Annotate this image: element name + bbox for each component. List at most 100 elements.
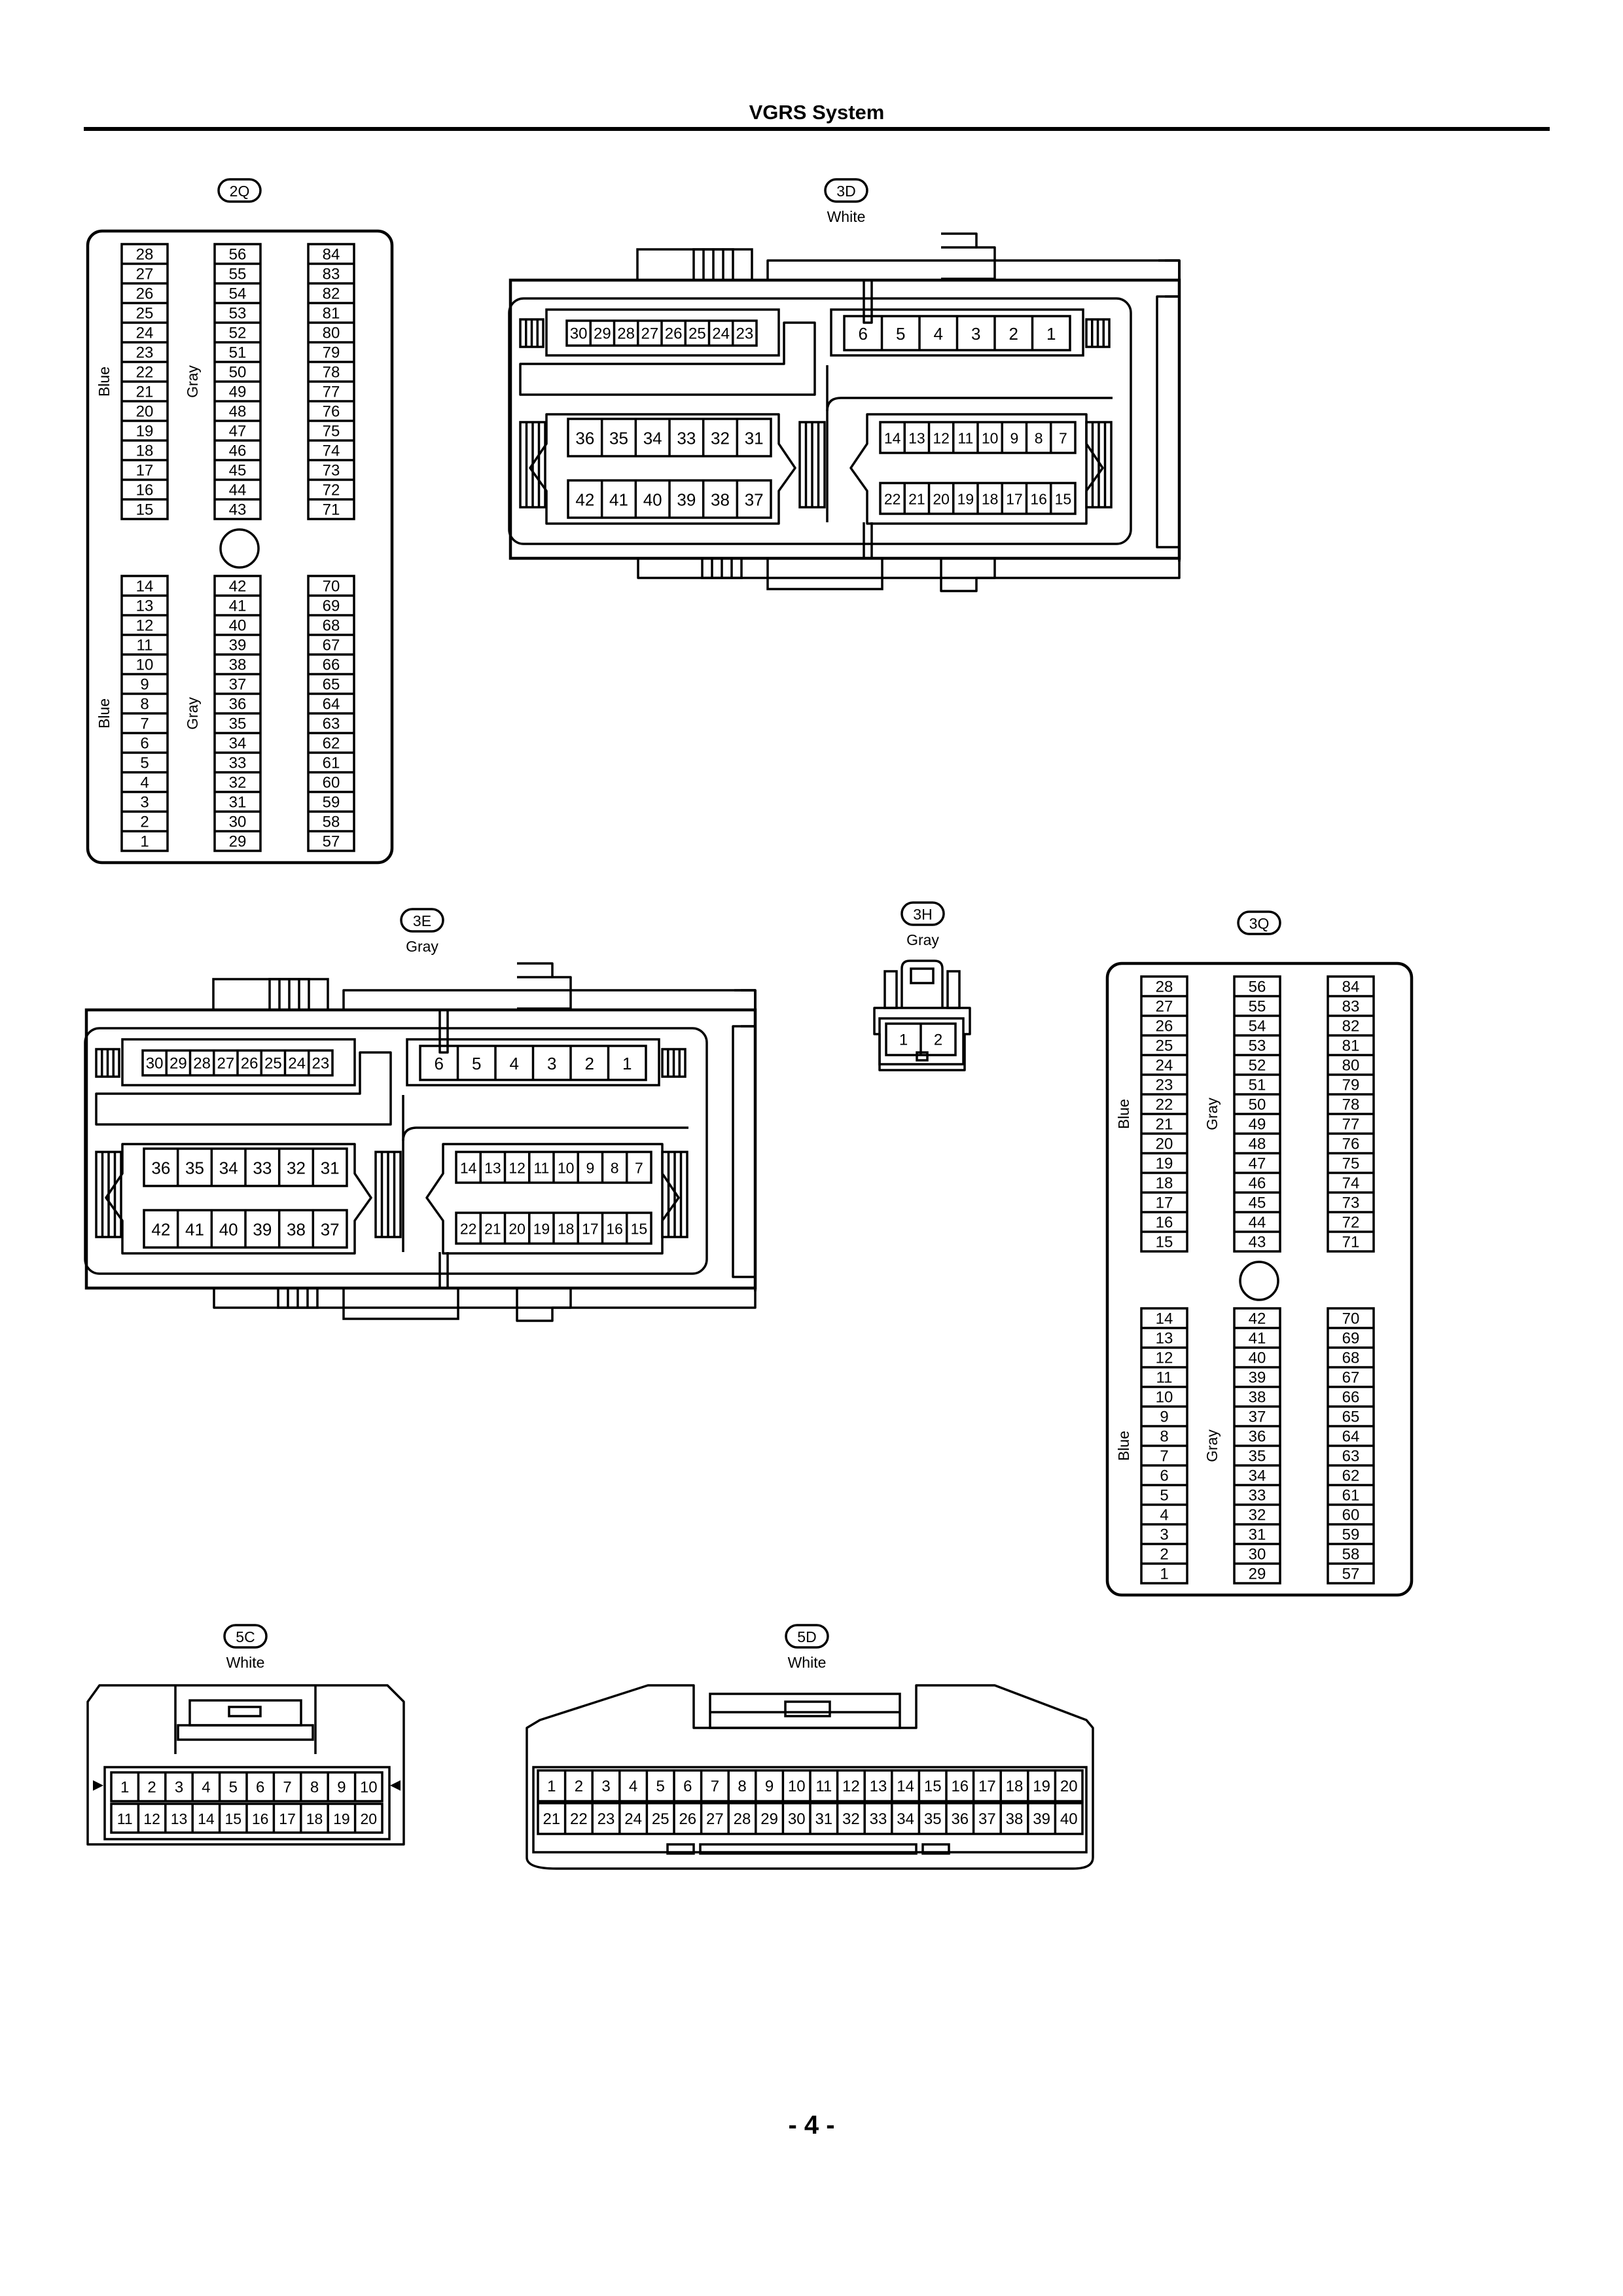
pin-number: 39	[1033, 1810, 1050, 1828]
pin-number: 11	[957, 430, 973, 447]
pin-number: 78	[1342, 1096, 1360, 1114]
pin-number: 26	[136, 285, 154, 303]
pin-number: 69	[1342, 1330, 1360, 1348]
pin-number: 61	[1342, 1487, 1360, 1505]
bottom-tab	[766, 557, 883, 590]
pin-number: 54	[1249, 1018, 1266, 1035]
pin-number: 30	[570, 325, 588, 343]
pin-number: 65	[1342, 1408, 1360, 1426]
pin-number: 4	[629, 1778, 637, 1795]
pin-number: 28	[136, 246, 154, 264]
pin-number: 18	[1006, 1778, 1024, 1795]
pin-number: 38	[1249, 1389, 1266, 1407]
connector-3Q: 3Q28272625242322212019181716155655545352…	[1105, 910, 1414, 1597]
pin-number: 11	[1156, 1369, 1173, 1387]
pin-number: 37	[229, 676, 247, 694]
pin-number: 33	[677, 429, 696, 448]
pin-number: 2	[147, 1779, 156, 1797]
pin-number: 4	[510, 1054, 519, 1073]
pin-number: 22	[570, 1810, 588, 1828]
pin-number: 39	[253, 1220, 272, 1240]
pin-number: 25	[1156, 1037, 1173, 1055]
connector-housing	[526, 1684, 1094, 1870]
connector-code-badge	[785, 1624, 829, 1649]
pin-number: 18	[1156, 1175, 1173, 1193]
channel-curve	[826, 397, 1113, 412]
pin-number: 28	[1156, 978, 1173, 996]
pin-number: 42	[575, 490, 594, 510]
pin-number: 14	[1156, 1310, 1173, 1328]
pin-number: 29	[169, 1055, 187, 1073]
pin-number: 12	[508, 1160, 526, 1177]
pin-number: 17	[582, 1221, 599, 1238]
pin-number: 47	[229, 423, 247, 440]
top-clip	[941, 232, 996, 280]
page-title: VGRS System	[749, 101, 885, 124]
pin-number: 31	[229, 794, 247, 812]
pin-number: 23	[312, 1055, 330, 1073]
pin-number: 33	[870, 1810, 887, 1828]
pin-number: 80	[1342, 1057, 1360, 1075]
pin-number: 1	[120, 1779, 129, 1797]
pin-number: 5	[1160, 1487, 1168, 1505]
pin-number: 47	[1249, 1155, 1266, 1173]
key-left	[93, 1780, 103, 1791]
pin-number: 18	[136, 442, 154, 460]
channel-curve	[402, 1126, 688, 1141]
pin-number: 20	[1156, 1136, 1173, 1153]
pin-number: 18	[558, 1221, 575, 1238]
connector-code-badge	[1237, 910, 1281, 935]
pin-number: 2	[1009, 324, 1018, 344]
bottom-clip	[516, 1288, 572, 1322]
pin-frame	[103, 1766, 391, 1840]
pin-number: 28	[734, 1810, 751, 1828]
pin-number: 79	[1342, 1077, 1360, 1094]
pin-number: 29	[1249, 1566, 1266, 1583]
wire-color-label-gray: Gray	[184, 697, 201, 730]
pin-number: 17	[279, 1810, 296, 1827]
pin-number: 38	[711, 490, 730, 510]
pin-number: 5	[140, 755, 149, 772]
top-slot	[863, 280, 873, 324]
pin-number: 16	[1156, 1214, 1173, 1232]
pin-number: 41	[1249, 1330, 1266, 1348]
upper-left-housing	[121, 1038, 356, 1086]
pin-number: 8	[611, 1160, 619, 1177]
pin-number: 10	[360, 1779, 378, 1797]
pin-number: 62	[1342, 1467, 1360, 1485]
pin-number: 31	[321, 1158, 340, 1178]
key-right	[390, 1780, 401, 1791]
pin-number: 72	[1342, 1214, 1360, 1232]
pin-number: 52	[1249, 1057, 1266, 1075]
rib-left	[883, 970, 898, 1009]
pin-number: 35	[924, 1810, 942, 1828]
pin-number: 6	[859, 324, 868, 344]
pin-number: 50	[229, 364, 247, 382]
pin-number: 84	[1342, 978, 1360, 996]
pin-number: 15	[136, 501, 154, 519]
pin-number: 18	[982, 491, 999, 508]
pin-number: 76	[1342, 1136, 1360, 1153]
pin-number: 7	[140, 715, 149, 733]
pin-number: 75	[1342, 1155, 1360, 1173]
pin-number: 16	[951, 1778, 969, 1795]
pin-number: 4	[1160, 1507, 1168, 1524]
bottom-flange	[637, 558, 1181, 579]
pin-number: 40	[219, 1220, 238, 1240]
pin-number: 10	[1156, 1389, 1173, 1407]
pin-number: 13	[484, 1160, 501, 1177]
pin-number: 37	[978, 1810, 996, 1828]
pin-number: 55	[1249, 998, 1266, 1016]
top-slot	[438, 1010, 449, 1054]
pin-number: 3	[1160, 1526, 1168, 1544]
top-clip	[517, 962, 572, 1010]
pin-number: 14	[460, 1160, 477, 1177]
pin-number: 33	[229, 755, 247, 772]
pin-number: 42	[1249, 1310, 1266, 1328]
pin-number: 40	[229, 617, 247, 635]
pin-number: 12	[136, 617, 154, 635]
pin-number: 34	[1249, 1467, 1266, 1485]
